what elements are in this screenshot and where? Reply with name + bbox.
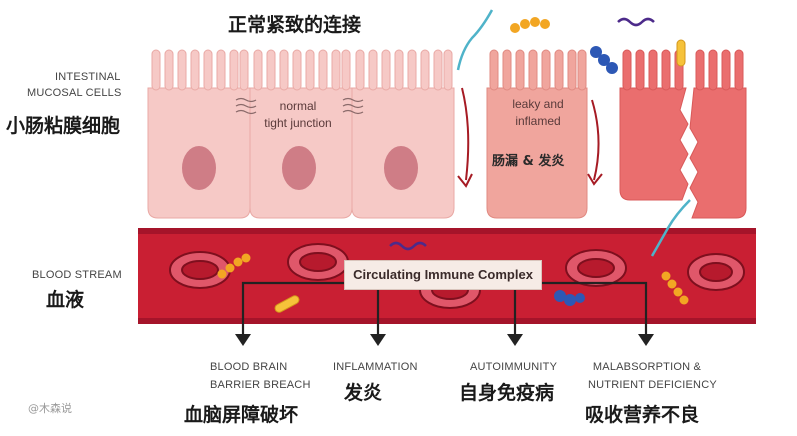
- normal-cell: [147, 49, 251, 219]
- tight-junction-icon: [235, 97, 364, 115]
- outcome-inflammation-cn: 发炎: [344, 382, 383, 404]
- normal-junction-label: normal tight junction: [258, 98, 338, 132]
- cells-label-cn: 小肠粘膜细胞: [6, 115, 121, 137]
- outcome-line-2: BARRIER BREACH: [210, 379, 311, 391]
- outcome-bbb-cn: 血脑屏障破坏: [184, 404, 299, 426]
- cells-label-en-2: MUCOSAL CELLS: [27, 87, 122, 99]
- outcome-line-2: NUTRIENT DEFICIENCY: [588, 379, 717, 391]
- outcome-malabsorption-cn: 吸收营养不良: [585, 404, 700, 426]
- leaky-label: leaky and inflamed: [500, 96, 576, 130]
- blood-label-cn: 血液: [46, 289, 85, 311]
- outcome-bbb: BLOOD BRAIN BARRIER BREACH: [210, 358, 311, 394]
- bacteria-orange-icon: [217, 17, 689, 305]
- watermark: @木森说: [28, 402, 72, 415]
- leaky-label-cn: 肠漏 & 发炎: [492, 154, 565, 169]
- blood-label-en: BLOOD STREAM: [32, 269, 122, 281]
- outcome-line-1: BLOOD BRAIN: [210, 361, 288, 373]
- normal-cell-group: [147, 49, 455, 219]
- cells-label-en-1: INTESTINAL: [55, 71, 121, 83]
- arrowhead-icon: [235, 334, 654, 346]
- outcome-inflammation: INFLAMMATION: [333, 361, 418, 373]
- normal-line-2: tight junction: [264, 116, 332, 130]
- squiggle-teal-icon: [456, 9, 691, 257]
- normal-line-1: normal: [279, 99, 317, 113]
- cell-nucleus: [384, 146, 418, 190]
- leak-arrow-icon: [457, 87, 603, 188]
- leaky-cell: [486, 49, 588, 219]
- normal-cell: [249, 49, 353, 219]
- blood-stream: [138, 228, 756, 324]
- outcome-autoimmunity: AUTOIMMUNITY: [470, 361, 558, 373]
- outcome-malabsorption: MALABSORPTION & NUTRIENT DEFICIENCY: [588, 358, 717, 394]
- outcome-arrows: [241, 281, 648, 336]
- cell-nucleus: [182, 146, 216, 190]
- title-normal-junction: 正常紧致的连接: [228, 14, 362, 36]
- leaky-line-2: inflamed: [515, 114, 561, 128]
- outcome-autoimmunity-cn: 自身免疫病: [459, 382, 555, 404]
- damaged-cells: [596, 49, 747, 219]
- normal-cell: [351, 49, 455, 219]
- bacteria-blue-icon: [554, 46, 618, 306]
- worm-purple-icon: [389, 17, 655, 251]
- immune-complex-box: Circulating Immune Complex: [344, 260, 542, 290]
- outcome-line-1: MALABSORPTION &: [592, 361, 702, 373]
- cell-nucleus: [282, 146, 316, 190]
- rod-yellow-icon: [274, 39, 686, 313]
- leaky-line-1: leaky and: [512, 97, 564, 111]
